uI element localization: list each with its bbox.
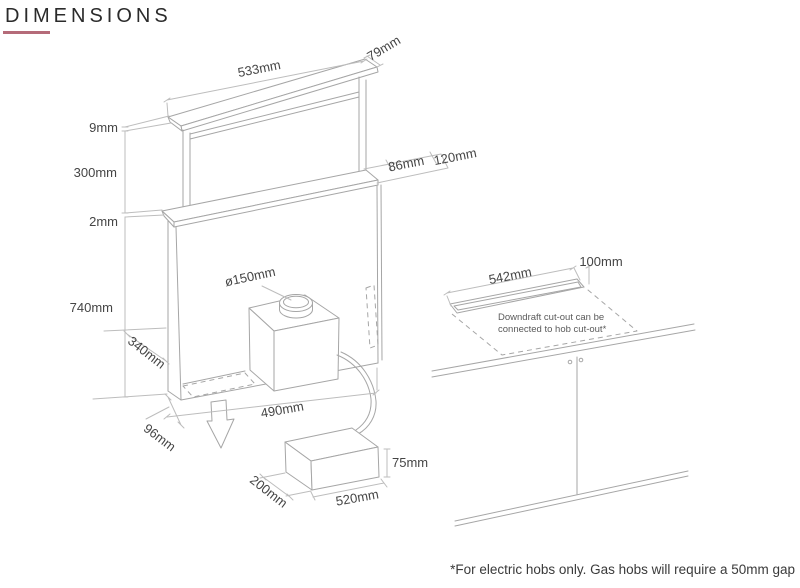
dim-200mm-label: 200mm: [247, 472, 290, 511]
dim-9mm-label: 9mm: [89, 120, 118, 135]
dim-340mm-label: 340mm: [125, 333, 168, 372]
cabinet-front: [454, 356, 689, 527]
dim-100mm-label: 100mm: [579, 254, 622, 269]
dim-duct-diameter-label: ø150mm: [223, 264, 276, 289]
top-cap-bar: [167, 58, 379, 132]
title-underline-accent: [3, 31, 50, 34]
dim-96mm-label: 96mm: [141, 421, 179, 455]
dim-740mm-label: 740mm: [70, 300, 113, 315]
worktop-slot: [449, 278, 585, 314]
dim-2mm-label: 2mm: [89, 214, 118, 229]
hob-cutout-note-line2: connected to hob cut-out*: [498, 324, 607, 335]
downdraft-unit-drawing: 533mm 79mm 9mm 300mm 2mm 740mm 340mm 96m…: [70, 32, 478, 510]
worktop-edge: [431, 323, 696, 378]
motor-box: [248, 285, 340, 392]
cutout-dimension-lines: [443, 264, 593, 307]
cabinet-knob-left: [567, 359, 573, 365]
worktop-collar: [161, 169, 379, 228]
worktop-cutout-drawing: 542mm 100mm Downdraft cut-out can be con…: [431, 254, 696, 527]
hob-cutout-note: Downdraft cut-out can be connected to ho…: [498, 312, 607, 335]
dimension-labels: 533mm 79mm 9mm 300mm 2mm 740mm 340mm 96m…: [70, 32, 478, 510]
cabinet-knob-right: [578, 357, 584, 363]
dim-300mm-label: 300mm: [74, 165, 117, 180]
dim-86mm-label: 86mm: [387, 153, 425, 175]
hob-cutout-dashed-outline: [451, 287, 638, 356]
dim-79mm-label: 79mm: [364, 32, 403, 63]
control-box: [284, 427, 380, 491]
dimension-lines: [92, 54, 449, 501]
dim-533mm-label: 533mm: [236, 57, 281, 80]
footnote: *For electric hobs only. Gas hobs will r…: [450, 562, 795, 577]
dim-120mm-label: 120mm: [432, 145, 477, 168]
page-title: DIMENSIONS: [5, 5, 172, 27]
dim-75mm-label: 75mm: [392, 455, 428, 470]
airflow-down-arrow: [206, 399, 235, 449]
dim-542mm-label: 542mm: [487, 264, 532, 287]
power-cable: [336, 351, 377, 435]
hob-cutout-note-line1: Downdraft cut-out can be: [498, 312, 604, 323]
dim-520mm-label: 520mm: [335, 486, 380, 508]
dim-490mm-label: 490mm: [260, 398, 305, 420]
